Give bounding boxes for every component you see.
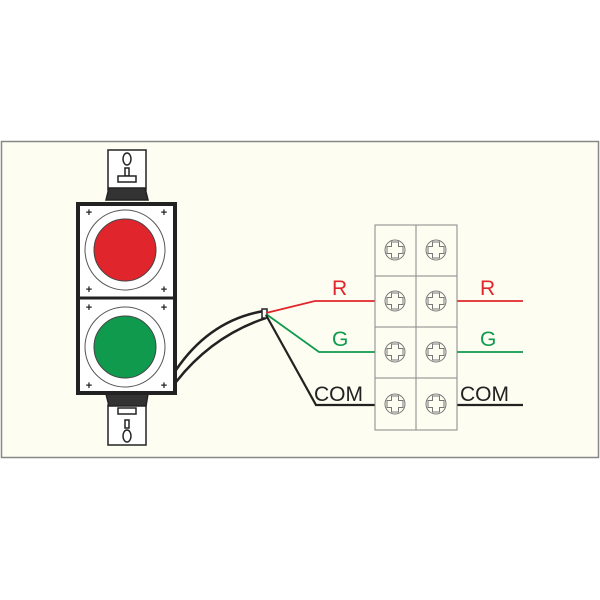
terminal-screw-icon [384,393,406,415]
cable [174,308,268,383]
red-wire-left [265,300,375,314]
terminal-screw-icon [425,290,447,312]
svg-text:+: + [86,207,92,219]
svg-text:+: + [161,284,167,296]
terminal-block [374,224,458,431]
bottom-mounting-bracket [105,393,149,446]
red-lamp [93,218,157,282]
label-r-right: R [480,277,495,300]
com-wire-left [265,314,375,407]
svg-text:+: + [86,302,92,314]
terminal-screw-icon [425,393,447,415]
label-com-right: COM [460,383,509,406]
terminal-screw-icon [425,239,447,261]
terminal-screw-icon [384,341,406,363]
svg-text:+: + [161,207,167,219]
green-wire-left [265,313,375,353]
label-g-left: G [332,328,348,351]
svg-text:+: + [86,284,92,296]
terminal-screw-icon [425,341,447,363]
label-com-left: COM [314,383,363,406]
label-r-left: R [332,277,347,300]
green-lamp [93,315,157,379]
svg-text:+: + [161,302,167,314]
terminal-screw-icon [384,239,406,261]
label-g-right: G [480,328,496,351]
svg-text:+: + [161,380,167,392]
signal-light-housing: + + + + + + + + [76,202,177,395]
top-mounting-bracket [105,149,149,201]
terminal-screw-icon [384,290,406,312]
svg-text:+: + [86,380,92,392]
